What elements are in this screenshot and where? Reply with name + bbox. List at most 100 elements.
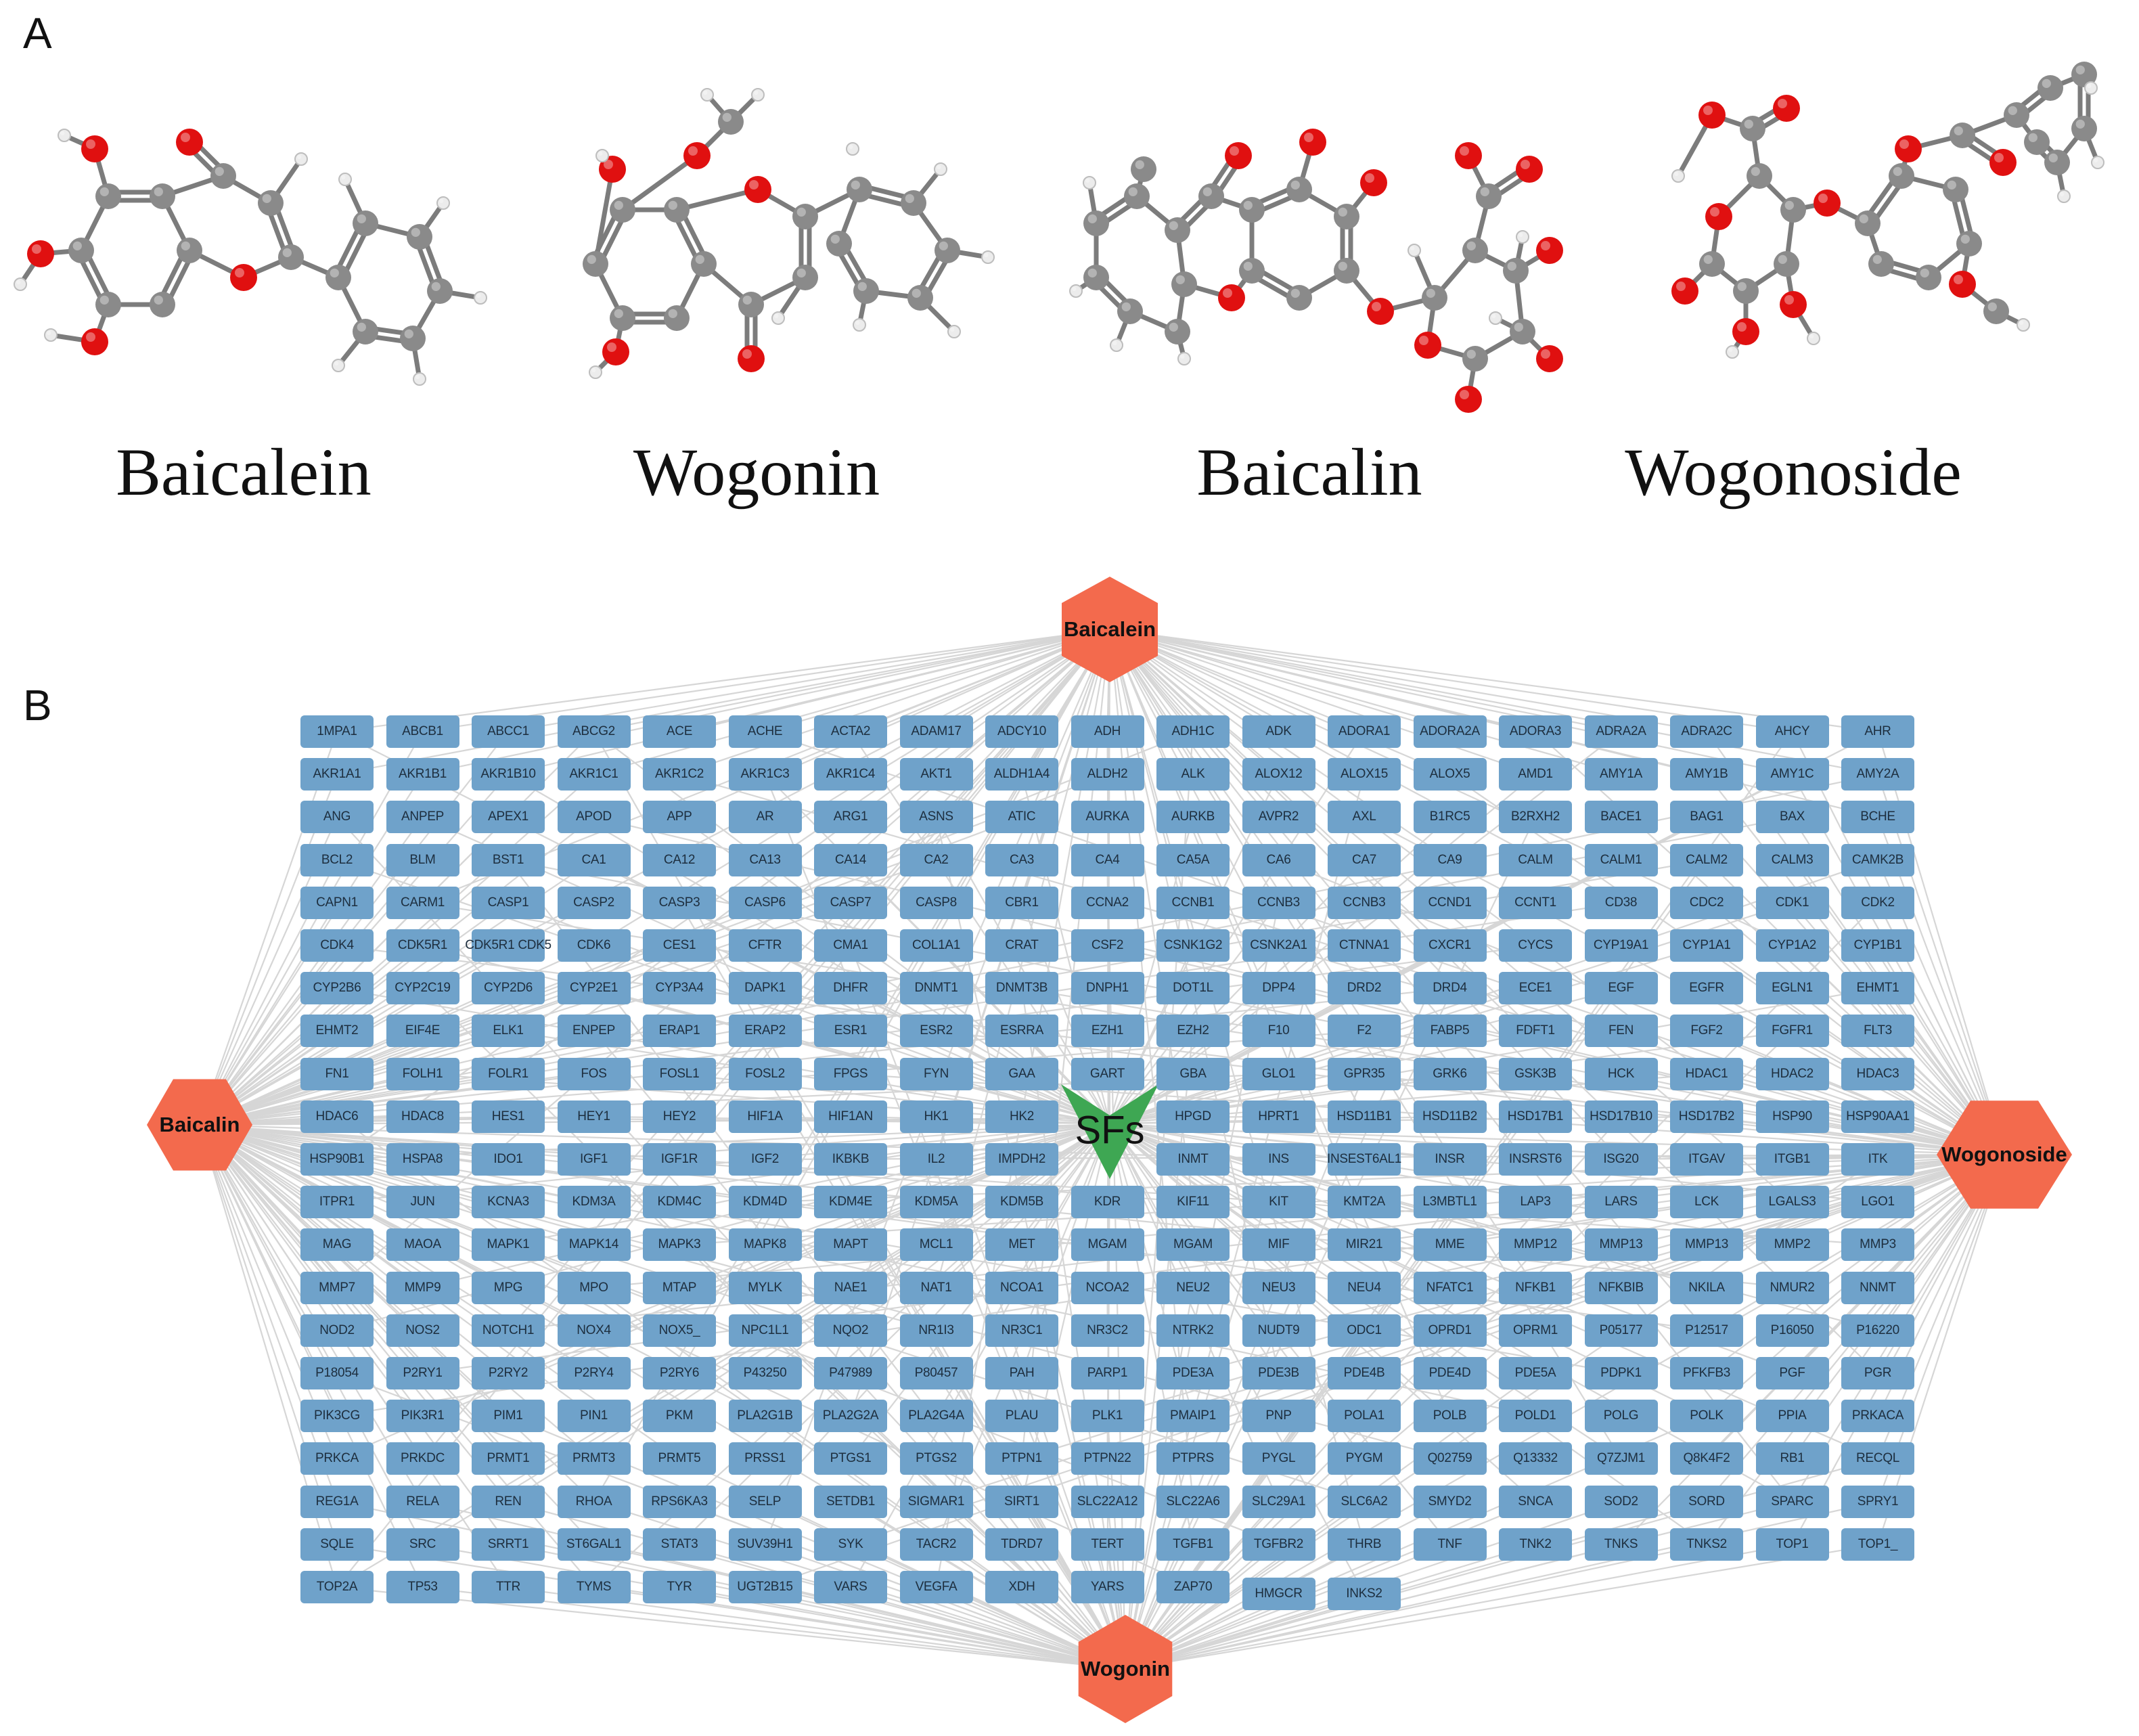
- gene-node: AKR1C4: [814, 758, 887, 791]
- gene-node: PYGL: [1242, 1442, 1315, 1475]
- gene-node: AMY1C: [1755, 758, 1829, 791]
- gene-node: Q02759: [1413, 1442, 1487, 1475]
- gene-node: REN: [472, 1485, 545, 1518]
- gene-node: CDC2: [1670, 886, 1743, 919]
- gene-node: DHFR: [814, 972, 887, 1005]
- gene-node: ITPR1: [300, 1186, 374, 1219]
- gene-node: AMY2A: [1841, 758, 1914, 791]
- gene-node: PPIA: [1755, 1400, 1829, 1433]
- gene-node: PLK1: [1071, 1400, 1144, 1433]
- gene-node: ADORA1: [1328, 715, 1401, 748]
- gene-node: PAH: [985, 1357, 1058, 1389]
- gene-node: ENPEP: [557, 1015, 631, 1048]
- gene-node: CFTR: [728, 929, 802, 962]
- gene-node: DNMT1: [899, 972, 973, 1005]
- gene-node: HSD11B1: [1328, 1100, 1401, 1133]
- gene-node: CALM1: [1584, 843, 1658, 876]
- gene-node: SQLE: [300, 1528, 374, 1561]
- gene-node: L3MBTL1: [1413, 1186, 1487, 1219]
- gene-node: BACE1: [1584, 801, 1658, 834]
- gene-node: PTPRS: [1156, 1442, 1230, 1475]
- gene-node: TOP1_: [1841, 1528, 1914, 1561]
- gene-node: MMP7: [300, 1271, 374, 1304]
- gene-node: MAOA: [386, 1228, 459, 1262]
- gene-node: KDM3A: [557, 1186, 631, 1219]
- gene-node: PKM: [643, 1400, 716, 1433]
- gene-node: PDE4D: [1413, 1357, 1487, 1389]
- gene-node: EGLN1: [1755, 972, 1829, 1005]
- gene-node: ACE: [643, 715, 716, 748]
- gene-node: EGF: [1584, 972, 1658, 1005]
- gene-node: CSF2: [1071, 929, 1144, 962]
- gene-node: SOD2: [1584, 1485, 1658, 1518]
- gene-node: CDK2: [1841, 886, 1914, 919]
- gene-node: BST1: [472, 843, 545, 876]
- gene-node: RB1: [1755, 1442, 1829, 1475]
- gene-node: YARS: [1071, 1571, 1144, 1603]
- gene-node: ANPEP: [386, 801, 459, 834]
- gene-node: GPR35: [1328, 1057, 1401, 1090]
- gene-node: SLC6A2: [1328, 1485, 1401, 1518]
- gene-node: APEX1: [472, 801, 545, 834]
- gene-node: CA4: [1071, 843, 1144, 876]
- gene-node: INSR: [1413, 1143, 1487, 1176]
- gene-node: TNF: [1413, 1528, 1487, 1561]
- gene-node: HDAC2: [1755, 1057, 1829, 1090]
- gene-node: NOS2: [386, 1314, 459, 1347]
- gene-node: PLA2G1B: [728, 1400, 802, 1433]
- gene-node: SPARC: [1755, 1485, 1829, 1518]
- gene-node: ITGB1: [1755, 1143, 1829, 1176]
- compound-label-top: Baicalein: [1063, 617, 1156, 641]
- gene-node: BLM: [386, 843, 459, 876]
- gene-node: RELA: [386, 1485, 459, 1518]
- gene-node: ACHE: [728, 715, 802, 748]
- gene-node: NEU4: [1328, 1271, 1401, 1304]
- gene-node: GLO1: [1242, 1057, 1315, 1090]
- gene-node: HIF1A: [728, 1100, 802, 1133]
- molecule-name: Baicalin: [1196, 435, 1422, 510]
- gene-node: SLC22A12: [1071, 1485, 1144, 1518]
- molecule-name: Wogonoside: [1625, 435, 1962, 510]
- gene-node: ABCC1: [472, 715, 545, 748]
- gene-node: ALOX5: [1413, 758, 1487, 791]
- gene-node: MMP13: [1584, 1228, 1658, 1262]
- gene-node: POLD1: [1499, 1400, 1572, 1433]
- gene-node: ADAM17: [899, 715, 973, 748]
- gene-node: ADRA2A: [1584, 715, 1658, 748]
- gene-node: CD38: [1584, 886, 1658, 919]
- gene-node: PRKDC: [386, 1442, 459, 1475]
- gene-node: MPO: [557, 1271, 631, 1304]
- gene-node: FOLH1: [386, 1057, 459, 1090]
- gene-node: BAG1: [1670, 801, 1743, 834]
- gene-node: ALK: [1156, 758, 1230, 791]
- gene-node: CA2: [899, 843, 973, 876]
- gene-node: HDAC1: [1670, 1057, 1743, 1090]
- gene-node: Q13332: [1499, 1442, 1572, 1475]
- gene-node: ITK: [1841, 1143, 1914, 1176]
- gene-node: ATIC: [985, 801, 1058, 834]
- gene-node: PRSS1: [728, 1442, 802, 1475]
- gene-node: CYP1A1: [1670, 929, 1743, 962]
- gene-node: PLA2G2A: [814, 1400, 887, 1433]
- gene-node: AKR1A1: [300, 758, 374, 791]
- gene-node: MIR21: [1328, 1228, 1401, 1262]
- gene-node: HPGD: [1156, 1100, 1230, 1133]
- gene-node: PRKCA: [300, 1442, 374, 1475]
- gene-node: NNMT: [1841, 1271, 1914, 1304]
- gene-node: NOX5_: [643, 1314, 716, 1347]
- gene-node: OPRM1: [1499, 1314, 1572, 1347]
- gene-node: ST6GAL1: [557, 1528, 631, 1561]
- gene-node: ALOX12: [1242, 758, 1315, 791]
- gene-node: PDE5A: [1499, 1357, 1572, 1389]
- gene-node: P80457: [899, 1357, 973, 1389]
- gene-node: CYP3A4: [643, 972, 716, 1005]
- gene-node: DRD4: [1413, 972, 1487, 1005]
- gene-node: FGFR1: [1755, 1015, 1829, 1048]
- gene-node: CYP2D6: [472, 972, 545, 1005]
- gene-node: MAPK14: [557, 1228, 631, 1262]
- gene-node: NFKB1: [1499, 1271, 1572, 1304]
- gene-node: CA9: [1413, 843, 1487, 876]
- gene-node: CARM1: [386, 886, 459, 919]
- gene-node: P47989: [814, 1357, 887, 1389]
- gene-node: COL1A1: [899, 929, 973, 962]
